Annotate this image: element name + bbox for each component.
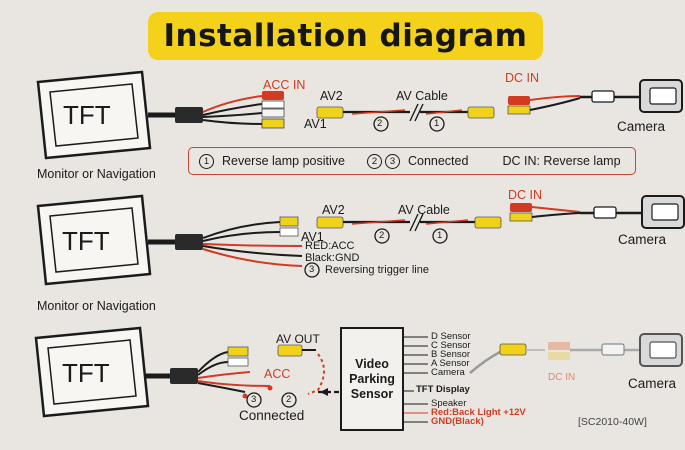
sensor-line-2: Parking (349, 371, 395, 386)
section-3: TFT (34, 326, 683, 423)
num-3-s3: 3 (251, 394, 257, 405)
connected-label: Connected (239, 408, 305, 423)
wire-red-label: RED:ACC (305, 240, 355, 252)
output-camera: Camera (431, 367, 465, 378)
av2-label-1: AV2 (320, 89, 343, 103)
monitor-3: TFT (34, 326, 150, 418)
section-1: TFT (36, 70, 683, 160)
dc-in-label-1: DC IN (505, 71, 540, 85)
camera-label-3: Camera (628, 376, 677, 391)
acc-in-label: ACC IN (263, 78, 306, 92)
legend-item-1: Reverse lamp positive (222, 154, 345, 168)
camera-label-2: Camera (618, 232, 667, 247)
wire-black-label: Black:GND (305, 252, 360, 264)
num-1-s2: 1 (437, 230, 443, 241)
tft-display-label: TFT Display (416, 384, 470, 395)
dc-in-label-2: DC IN (508, 188, 543, 202)
num-3-s2: 3 (309, 264, 315, 275)
legend-item-23: Connected (407, 154, 469, 168)
num-2-s2: 2 (379, 230, 385, 241)
legend-box: 1 Reverse lamp positive 2 3 Connected DC… (188, 147, 636, 175)
speaker-label: Speaker (431, 398, 467, 409)
tft-label-3: TFT (62, 358, 110, 388)
output-d-sensor: D Sensor (431, 331, 471, 342)
title-banner: Installation diagram (148, 12, 543, 60)
av-cable-label-1: AV Cable (396, 89, 448, 103)
tft-label-2: TFT (62, 226, 110, 256)
legend-num-1: 1 (199, 153, 214, 169)
output-c-sensor: C Sensor (431, 340, 471, 351)
legend-num-2: 2 (366, 153, 382, 169)
trigger-line-label: Reversing trigger line (325, 264, 429, 276)
gnd-label: GND(Black) (431, 416, 484, 427)
output-a-sensor: A Sensor (431, 358, 470, 369)
av2-label-2: AV2 (322, 203, 345, 217)
tft-label-1: TFT (63, 100, 111, 130)
camera-3 (639, 333, 683, 367)
num-2-s1: 2 (377, 118, 383, 129)
av1-label-2: AV1 (301, 230, 324, 244)
monitor-2: TFT (36, 194, 152, 286)
video-parking-sensor-box: Video Parking Sensor (340, 327, 404, 431)
acc-label: ACC (264, 367, 291, 381)
legend-num-3: 3 (384, 153, 400, 169)
output-b-sensor: B Sensor (431, 349, 471, 360)
num-1-s1: 1 (434, 118, 440, 129)
num-2-s3: 2 (286, 394, 292, 405)
monitor-label-2: Monitor or Navigation (37, 299, 156, 313)
sensor-line-3: Sensor (350, 386, 394, 401)
av-out-label: AV OUT (276, 332, 320, 346)
legend-item-dc: DC IN: Reverse lamp (502, 154, 621, 168)
camera-2 (641, 195, 685, 229)
av-cable-label-2: AV Cable (398, 203, 450, 217)
monitor-label-1: Monitor or Navigation (37, 167, 156, 181)
dc-in-label-3: DC IN (548, 372, 576, 383)
camera-label-1: Camera (617, 119, 666, 134)
red-back-light-label: Red:Back Light +12V (431, 407, 526, 418)
monitor-1: TFT (36, 70, 152, 160)
av1-label-1: AV1 (304, 117, 327, 131)
section-2: TFT (36, 194, 685, 286)
model-number: [SC2010-40W] (578, 416, 647, 428)
page-title: Installation diagram (163, 18, 528, 54)
camera-1 (639, 79, 683, 113)
sensor-line-1: Video (355, 356, 389, 371)
